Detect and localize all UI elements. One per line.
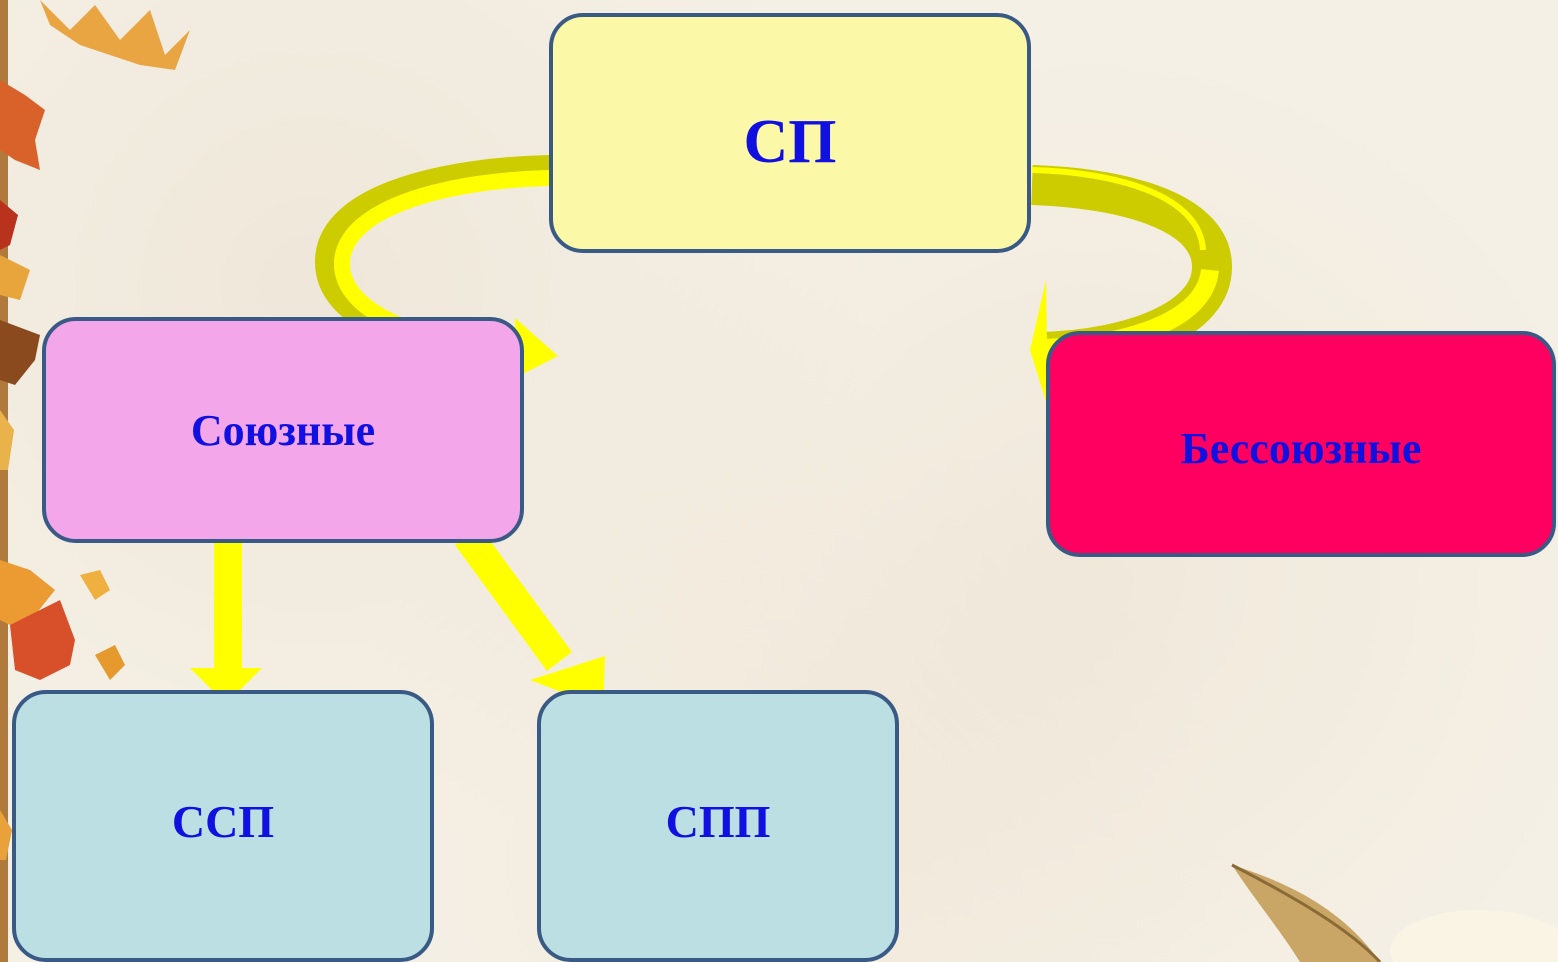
node-bessoyuznye-label: Бессоюзные xyxy=(1180,423,1422,473)
node-spp: СПП xyxy=(537,690,899,962)
maple-leaf-icon xyxy=(0,410,14,470)
node-ssp-label: ССП xyxy=(171,795,275,847)
left-border-strip xyxy=(0,0,8,962)
node-bessoyuznye: Бессоюзные xyxy=(1046,331,1556,557)
maple-leaf-icon xyxy=(0,320,40,385)
node-soyuznye: Союзные xyxy=(42,317,524,543)
maple-leaf-icon xyxy=(0,200,18,250)
feather-icon xyxy=(1231,863,1382,962)
node-ssp: ССП xyxy=(12,690,434,962)
node-soyuznye-label: Союзные xyxy=(190,405,376,455)
maple-leaf-icon xyxy=(0,560,55,625)
maple-leaf-icon xyxy=(40,0,190,70)
node-spp-label: СПП xyxy=(665,795,771,847)
maple-leaf-icon xyxy=(0,255,30,300)
maple-leaf-icon xyxy=(10,600,75,680)
feather-glow xyxy=(1390,910,1558,962)
maple-leaf-icon xyxy=(0,810,12,860)
node-sp-label: СП xyxy=(743,108,837,176)
maple-leaf-icon xyxy=(80,570,110,600)
maple-leaf-icon xyxy=(95,645,125,680)
maple-leaf-icon xyxy=(0,80,45,170)
feather-icon xyxy=(1232,865,1380,962)
node-sp: СП xyxy=(549,13,1031,253)
